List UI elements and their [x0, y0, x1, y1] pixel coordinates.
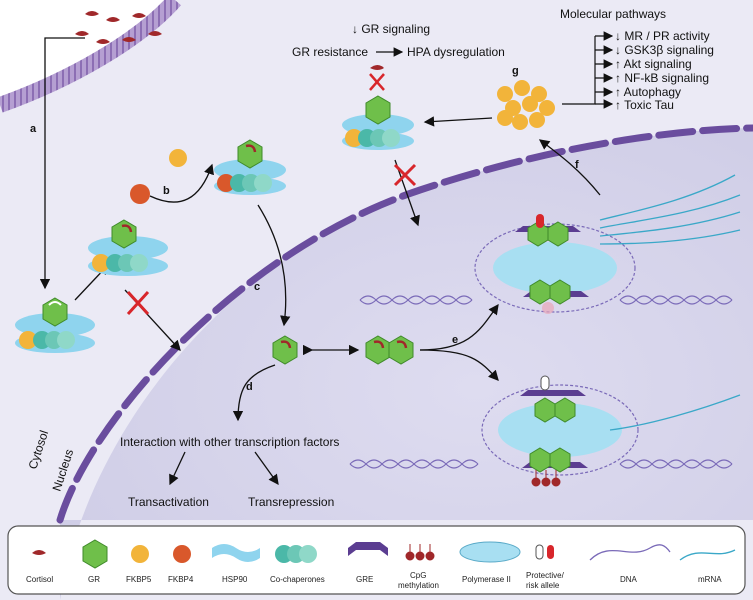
step-g-label: g — [512, 65, 519, 77]
pathway-item: ↑ Autophagy — [615, 85, 681, 99]
step-e-label: e — [452, 334, 458, 346]
arrow-g-to-complex — [423, 116, 493, 127]
step-d-label: d — [246, 381, 253, 393]
transrepression-text: Transrepression — [248, 495, 334, 509]
gr-complex-initial — [15, 297, 95, 353]
legend-label: mRNA — [698, 575, 722, 584]
arrow-b — [149, 163, 214, 203]
fkbp4-incoming — [130, 184, 150, 204]
legend-polymerase-icon — [459, 541, 521, 563]
pathway-item: ↑ Akt signaling — [615, 57, 692, 71]
mrna-lower — [609, 394, 741, 431]
inhibit-cross-2 — [393, 163, 417, 187]
legend-label: GRE — [356, 575, 373, 584]
legend-label: FKBP5 — [126, 575, 152, 584]
legend-mrna-icon — [679, 549, 736, 561]
molecular-pathways-title: Molecular pathways — [560, 7, 666, 21]
inhibit-cross-cortisol — [369, 73, 385, 91]
gr-complex-resistant — [342, 95, 414, 150]
arrow-f — [538, 139, 601, 196]
arrow-a — [39, 37, 85, 290]
legend-label: risk allele — [526, 581, 560, 590]
legend-label: GR — [88, 575, 100, 584]
gr-complex-fkbp4 — [214, 139, 286, 195]
mrna-strands — [599, 174, 741, 245]
arrow-c — [257, 204, 291, 327]
legend-cpg-icon — [405, 544, 435, 561]
legend-label: DNA — [620, 575, 638, 584]
fkbp5-cluster — [497, 80, 555, 130]
dna-strands — [349, 295, 733, 469]
arrow-e-down — [419, 349, 499, 381]
cortisol-cluster — [75, 11, 162, 44]
legend-label: Polymerase II — [462, 575, 511, 584]
cell-membrane — [0, 0, 182, 113]
hpa-text: HPA dysregulation — [407, 45, 505, 59]
arrow-transactivation — [169, 451, 186, 486]
legend-fkbp4-icon — [173, 545, 191, 563]
legend-label: FKBP4 — [168, 575, 194, 584]
legend-allele-icon — [535, 544, 554, 560]
nuclear-envelope — [56, 124, 753, 524]
legend-cochaperones-icon — [275, 545, 317, 563]
legend-label: CpG — [410, 571, 426, 580]
legend-gre-icon — [348, 542, 388, 556]
pathway-item: ↑ Toxic Tau — [615, 98, 674, 112]
legend-hsp90-icon — [212, 544, 260, 562]
fkbp5-released — [169, 149, 187, 167]
arrow-e-up — [419, 303, 499, 351]
transcription-complex-lower — [481, 375, 639, 487]
gr-complex-fkbp5 — [88, 219, 168, 276]
legend-label: Cortisol — [26, 575, 53, 584]
legend-label: Co-chaperones — [270, 575, 325, 584]
legend-label: HSP90 — [222, 575, 248, 584]
legend-gr-icon — [82, 539, 108, 569]
pathway-item: ↓ GSK3β signaling — [615, 43, 714, 57]
inhibit-cross-1 — [126, 290, 150, 316]
pathway-item: ↑ NF-kB signaling — [615, 71, 709, 85]
gr-dimer — [365, 335, 414, 365]
cortisol-blocked — [370, 65, 384, 70]
legend-fkbp5-icon — [131, 545, 149, 563]
legend-cortisol-icon — [32, 550, 46, 555]
arrow-transrepression — [254, 451, 279, 486]
step-f-label: f — [575, 159, 579, 171]
step-b-label: b — [163, 185, 170, 197]
gr-monomer — [272, 335, 298, 365]
legend-label: methylation — [398, 581, 439, 590]
gr-signaling-text: ↓ GR signaling — [352, 22, 430, 36]
arrow-d — [232, 364, 276, 422]
legend-dna-icon — [589, 544, 671, 561]
step-a-label: a — [30, 123, 37, 135]
pathway-bracket — [562, 31, 614, 109]
step-c-label: c — [254, 281, 260, 293]
legend: Cortisol GR FKBP5 FKBP4 HSP90 Co-chapero… — [7, 525, 746, 595]
interaction-text: Interaction with other transcription fac… — [120, 435, 339, 449]
pathway-item: ↓ MR / PR activity — [615, 29, 710, 43]
gr-resistance-text: GR resistance — [292, 45, 368, 59]
transcription-complex-upper — [474, 214, 636, 314]
legend-label: Protective/ — [526, 571, 565, 580]
transactivation-text: Transactivation — [128, 495, 209, 509]
